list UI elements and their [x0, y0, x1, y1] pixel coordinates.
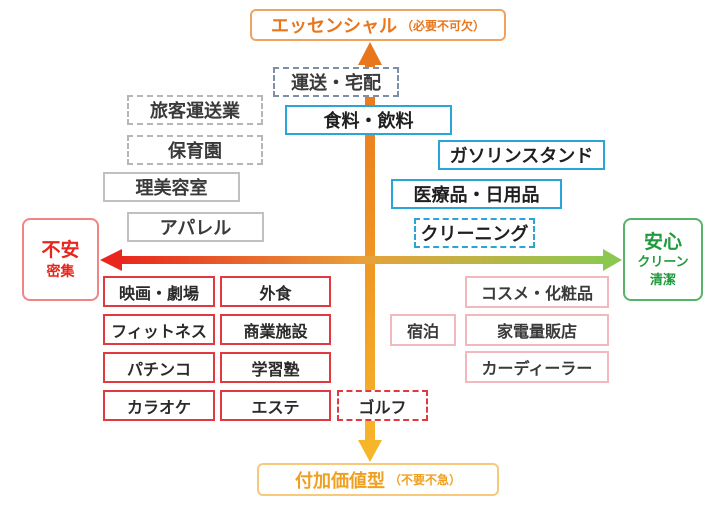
- item-esthetic: エステ: [220, 390, 331, 421]
- item-food-drink: 食料・飲料: [285, 105, 452, 135]
- item-nursery: 保育園: [127, 135, 263, 165]
- horizontal-axis-arrow-right: [603, 249, 622, 271]
- item-commercial-facility: 商業施設: [220, 314, 331, 345]
- item-gas-station: ガソリンスタンド: [438, 140, 605, 170]
- axis-label-anxiety: 不安 密集: [22, 218, 99, 301]
- item-passenger-transport: 旅客運送業: [127, 95, 263, 125]
- item-cram-school: 学習塾: [220, 352, 331, 383]
- item-karaoke: カラオケ: [103, 390, 215, 421]
- vertical-axis-arrow-down: [358, 440, 382, 462]
- item-electronics-store: 家電量販店: [465, 314, 609, 346]
- axis-label-value-added: 付加価値型 （不要不急）: [257, 463, 499, 496]
- item-medical-daily: 医療品・日用品: [391, 179, 562, 209]
- horizontal-axis-shaft: [118, 256, 608, 264]
- item-dining-out: 外食: [220, 276, 331, 307]
- horizontal-axis-arrow-left: [100, 249, 122, 271]
- item-cleaning: クリーニング: [414, 218, 535, 248]
- item-fitness: フィットネス: [103, 314, 215, 345]
- item-movie-theater: 映画・劇場: [103, 276, 215, 307]
- axis-label-safety: 安心 クリーン 清潔: [623, 218, 703, 301]
- item-golf: ゴルフ: [337, 390, 428, 421]
- item-barber-beauty: 理美容室: [103, 172, 240, 202]
- item-pachinko: パチンコ: [103, 352, 215, 383]
- vertical-axis-shaft: [365, 62, 375, 447]
- item-delivery: 運送・宅配: [273, 67, 399, 97]
- item-car-dealer: カーディーラー: [465, 351, 609, 383]
- item-cosmetics: コスメ・化粧品: [465, 276, 609, 308]
- axis-label-essential: エッセンシャル （必要不可欠）: [250, 9, 506, 41]
- item-lodging: 宿泊: [390, 314, 456, 346]
- vertical-axis-arrow-up: [358, 42, 382, 65]
- item-apparel: アパレル: [127, 212, 264, 242]
